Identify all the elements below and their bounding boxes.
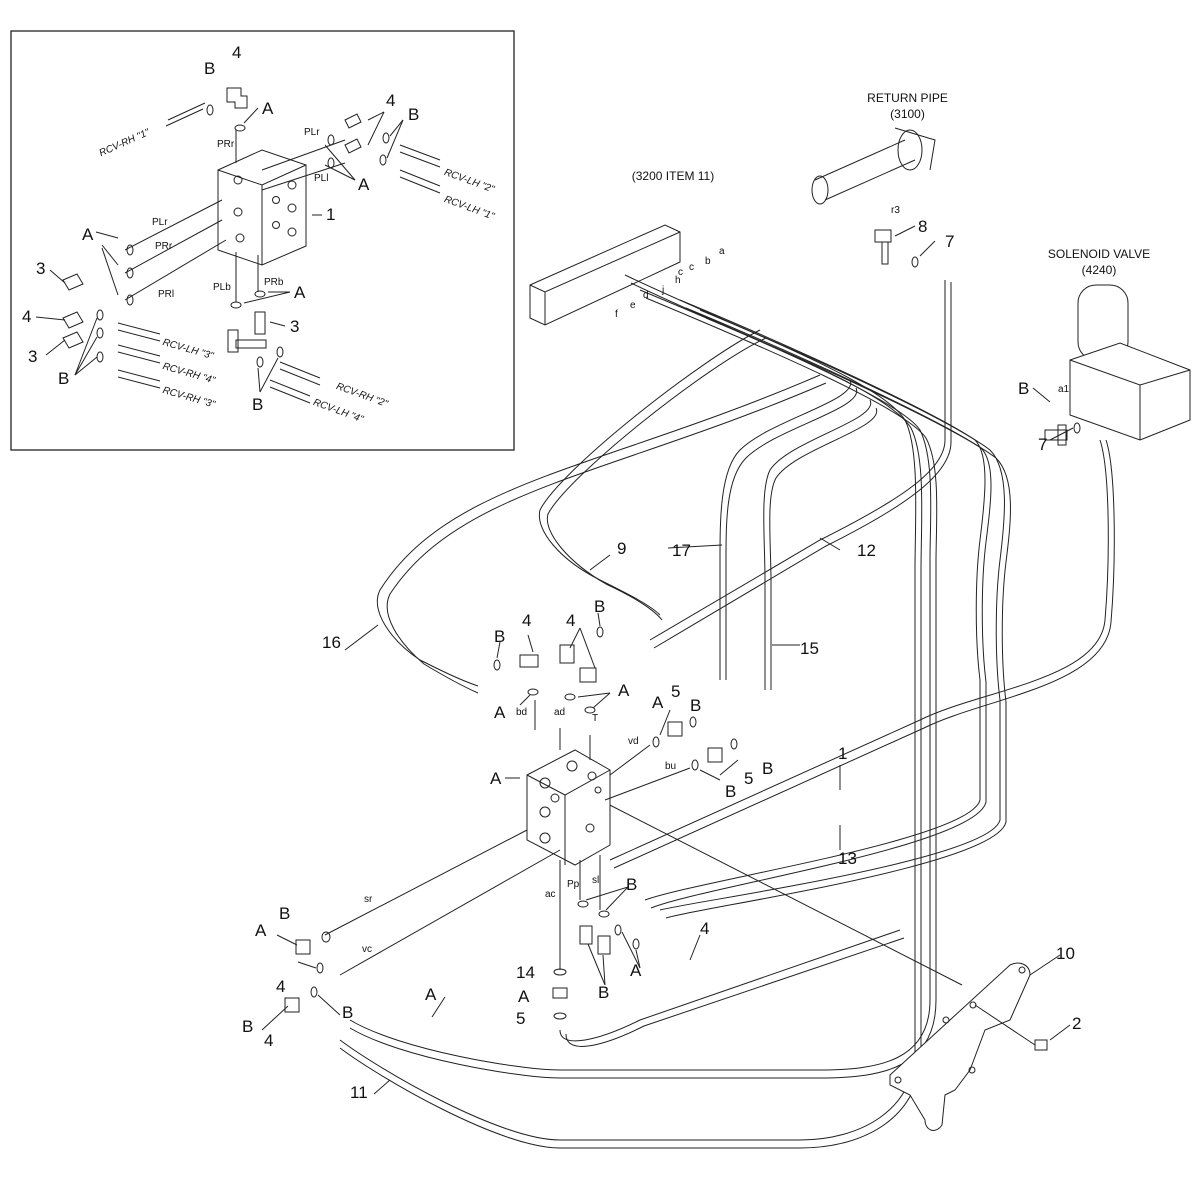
callout-b-mid: B (690, 696, 702, 715)
callout-4-upper-left: 4 (522, 611, 532, 630)
letter-j: j (661, 285, 664, 296)
callout-10: 13 (838, 849, 857, 868)
callout-a-right: B (725, 782, 737, 801)
inset-callout-a-2: A (358, 175, 370, 194)
callout-5-lower: A (518, 987, 530, 1006)
callout-a-bottom-left: B (342, 1003, 354, 1022)
callout-b-right: B (762, 759, 774, 778)
callout-a-ac: 14 (516, 963, 535, 982)
item11-title: (3200 ITEM 11) (631, 169, 715, 183)
callout-a-lower-left: B (279, 904, 291, 923)
letter-b: b (705, 256, 711, 267)
callout-a-left: A (494, 703, 506, 722)
port-r3: r3 (891, 205, 900, 216)
inset-port-prr: PRr (217, 139, 235, 150)
letter-e: e (630, 300, 636, 311)
callout-4-upper-right: 4 (566, 611, 576, 630)
inset-callout-b-4: B (252, 395, 264, 414)
inset-callout-3-1: 3 (36, 259, 46, 278)
callout-1: A (490, 769, 502, 788)
letter-d: d (643, 290, 649, 301)
inset-port-prl: PRl (158, 289, 175, 300)
inset-port-plr-2: PLr (152, 217, 168, 228)
port-t: T (592, 713, 599, 724)
callout-b-lower-left: 4 (276, 977, 286, 996)
inset-callout-3-2: 3 (28, 347, 38, 366)
port-sl: sl (592, 875, 600, 886)
letter-c: c (678, 267, 683, 278)
inset-callout-4-1: 4 (232, 43, 242, 62)
callout-9: 9 (617, 539, 627, 558)
letter-f: f (615, 309, 618, 320)
callout-7-solenoid: B (1018, 379, 1030, 398)
port-sr: sr (364, 894, 373, 905)
callout-16: 16 (322, 633, 341, 652)
callout-2: 10 (1056, 944, 1075, 963)
port-bu: bu (665, 761, 677, 772)
callout-4-sl: B (598, 983, 610, 1002)
inset-callout-4-2: 4 (386, 91, 396, 110)
inset-port-plb: PLb (213, 282, 231, 293)
inset-port-plr: PLr (304, 127, 320, 138)
inset-callout-a-3: A (82, 225, 94, 244)
callout-b-bottom-left: 4 (264, 1031, 274, 1050)
inset-callout-b-1: B (204, 59, 216, 78)
callout-b-ac: 5 (516, 1009, 526, 1028)
return-pipe-title: RETURN PIPE (867, 91, 948, 105)
callout-b-return: 7 (945, 232, 955, 251)
letter-a: a (719, 246, 725, 257)
manifold-letters: a b c c h j d e f (615, 246, 725, 320)
inset-callout-b-3: B (58, 369, 70, 388)
solenoid-title: SOLENOID VALVE (1047, 247, 1151, 261)
port-ad: ad (554, 707, 566, 718)
inset-assembly (35, 87, 441, 404)
callout-4-bottom-left: B (242, 1017, 254, 1036)
inset-callout-a-1: A (262, 99, 274, 118)
callout-12: 12 (857, 541, 876, 560)
callout-7-return: 8 (918, 217, 928, 236)
port-a1: a1 (1058, 384, 1070, 395)
callout-a-sl: B (626, 875, 638, 894)
solenoid-number: (4240) (1081, 263, 1117, 277)
callout-a-upper: A (618, 681, 630, 700)
callout-b-sl: A (630, 961, 642, 980)
callout-5-right: 5 (744, 769, 754, 788)
port-vd: vd (628, 736, 639, 747)
callout-b-left: B (494, 627, 506, 646)
callout-4-lower-left: A (255, 921, 267, 940)
callout-11: A (425, 985, 437, 1004)
port-vc: vc (362, 944, 372, 955)
port-pp: Pp (567, 879, 580, 890)
hose-routing (261, 127, 1191, 1149)
callout-13: 1 (838, 744, 848, 763)
callout-b-solenoid: 7 (1038, 435, 1048, 454)
letter-h: h (675, 275, 681, 286)
inset-callout-3-3: 3 (290, 317, 300, 336)
inset-port-prb: PRb (264, 277, 284, 288)
letter-g: c (689, 262, 694, 273)
callout-15-upper: 15 (800, 639, 819, 658)
return-pipe-number: (3100) (890, 107, 925, 121)
callout-b-upper: B (594, 597, 606, 616)
callout-a-vd: A (652, 693, 664, 712)
callout-8: 2 (1072, 1014, 1082, 1033)
callout-15-lower: 4 (700, 919, 710, 938)
inset-callout-a-4: A (294, 283, 306, 302)
inset-callout-1: 1 (326, 205, 336, 224)
callout-17: 17 (672, 541, 691, 560)
inset-port-prr-2: PRr (155, 241, 173, 252)
callout-5-upper: 5 (671, 682, 681, 701)
inset-callout-4-3: 4 (22, 307, 32, 326)
inset-frame (10, 30, 515, 451)
inset-callout-b-2: B (408, 105, 420, 124)
inset-port-pll: PLl (314, 173, 329, 184)
port-ac: ac (545, 889, 556, 900)
callout-14: 11 (350, 1083, 368, 1102)
port-bd: bd (516, 707, 528, 718)
